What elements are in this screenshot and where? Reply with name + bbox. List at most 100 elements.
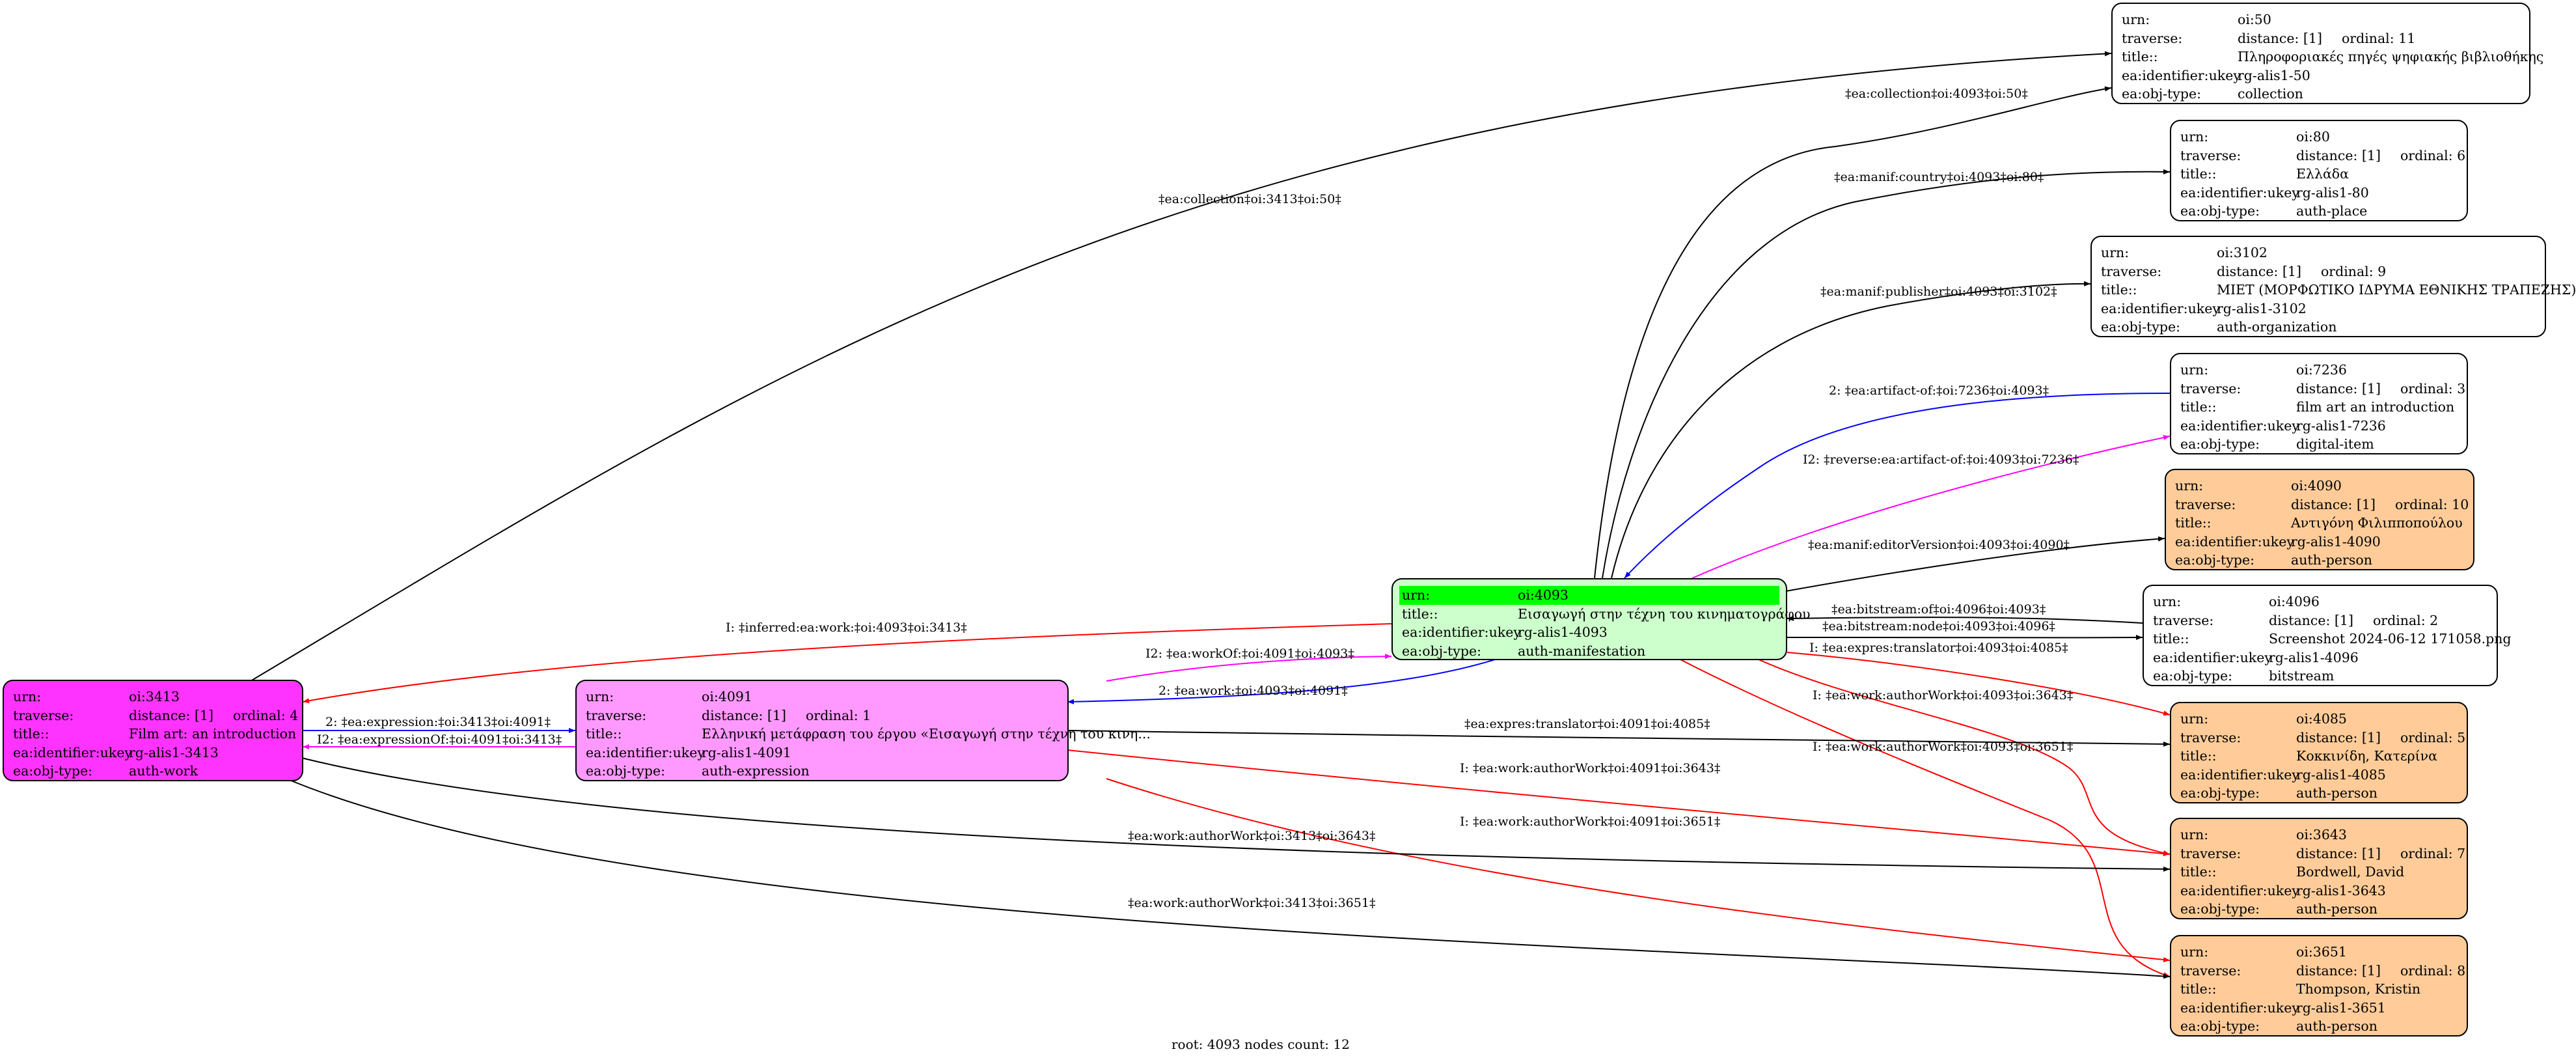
field-value: Bordwell, David: [2296, 864, 2405, 880]
edge-label: I2: ‡reverse:ea:artifact-of:‡oi:4093‡oi:…: [1803, 452, 2079, 467]
field-value: Screenshot 2024-06-12 171058.png: [2269, 631, 2512, 647]
field-key: ea:identifier:ukey: [13, 744, 132, 760]
node-oi-3651[interactable]: urn:oi:3651 traverse:distance: [1]ordina…: [2170, 935, 2468, 1037]
field-value: Εισαγωγή στην τέχνη του κινηματογράφου: [1518, 606, 1811, 622]
field-value: auth-expression: [702, 763, 810, 779]
edge-e_auth3643_3413: [286, 753, 2171, 872]
edge-e_bitof: [1787, 615, 2143, 624]
field-value: bitstream: [2269, 668, 2335, 684]
field-key: ea:obj-type:: [1402, 643, 1481, 659]
field-key: ea:identifier:ukey: [2175, 533, 2294, 550]
field-key: ea:obj-type:: [2180, 785, 2260, 801]
field-key: ea:obj-type:: [2101, 319, 2180, 335]
field-value: auth-person: [2291, 552, 2372, 568]
field-key: title::: [2180, 748, 2217, 764]
field-value: Ελλάδα: [2296, 166, 2349, 182]
field-value: rg-alis1-4090: [2291, 533, 2381, 550]
edge-label: ‡ea:collection‡oi:4093‡oi:50‡: [1845, 87, 2028, 101]
edge-label: 2: ‡ea:work:‡oi:4093‡oi:4091‡: [1158, 684, 1348, 698]
field-value: ordinal: 4: [232, 707, 299, 723]
field-key: traverse:: [2180, 147, 2241, 163]
edge-e_auth3651_4091: [1106, 778, 2171, 962]
edge-label: ‡ea:expres:translator‡oi:4091‡oi:4085‡: [1464, 717, 1710, 731]
field-value: ordinal: 10: [2394, 496, 2469, 512]
field-key: title::: [586, 726, 622, 742]
node-oi-7236[interactable]: urn:oi:7236 traverse:distance: [1]ordina…: [2170, 353, 2468, 454]
field-key: ea:obj-type:: [2175, 552, 2254, 568]
field-value: ordinal: 9: [2320, 263, 2387, 279]
edge-e_col4093: [1594, 86, 2112, 579]
node-oi-3102[interactable]: urn:oi:3102 traverse:distance: [1]ordina…: [2090, 236, 2576, 337]
field-value: rg-alis1-50: [2238, 67, 2310, 83]
edge-e_publisher: [1611, 281, 2091, 579]
field-key: title::: [13, 726, 49, 742]
field-value: auth-person: [2296, 785, 2377, 801]
node-oi-4096[interactable]: urn:oi:4096 traverse:distance: [1]ordina…: [2143, 585, 2512, 686]
field-key: ea:identifier:ukey: [1402, 624, 1521, 640]
edge-label: ‡ea:manif:editorVersion‡oi:4093‡oi:4090‡: [1808, 538, 2070, 552]
field-value: rg-alis1-80: [2296, 184, 2369, 201]
node-oi-4090[interactable]: urn:oi:4090 traverse:distance: [1]ordina…: [2165, 469, 2474, 570]
field-value: rg-alis1-4093: [1518, 624, 1608, 640]
field-value: ordinal: 11: [2341, 30, 2416, 46]
node-oi-50[interactable]: urn:oi:50 traverse:distance: [1]ordinal:…: [2111, 3, 2543, 104]
edge-e_auth3651_3413: [286, 778, 2171, 979]
node-oi-4085[interactable]: urn:oi:4085 traverse:distance: [1]ordina…: [2170, 702, 2468, 803]
field-value: Αντιγόνη Φιλιπποπούλου: [2291, 515, 2463, 531]
field-value: film art an introduction: [2296, 399, 2455, 415]
field-value: auth-person: [2296, 1018, 2377, 1034]
edge-label: I: ‡ea:expres:translator‡oi:4093‡oi:4085…: [1809, 641, 2068, 655]
node-oi-4093-root[interactable]: urn:oi:4093 title::Εισαγωγή στην τέχνη τ…: [1391, 578, 1811, 660]
field-key: traverse:: [2180, 380, 2241, 397]
edge-e_transl4093: [1787, 652, 2171, 716]
field-value: auth-place: [2296, 203, 2368, 219]
field-key: ea:identifier:ukey: [2180, 184, 2299, 201]
field-key: ea:obj-type:: [2180, 436, 2260, 452]
edge-label: I: ‡ea:work:authorWork‡oi:4091‡oi:3643‡: [1460, 761, 1720, 775]
field-key: title::: [2180, 864, 2217, 880]
field-key: title::: [1402, 606, 1438, 622]
field-key: urn:: [2180, 711, 2209, 727]
field-key: title::: [2101, 282, 2137, 298]
field-key: traverse:: [586, 707, 647, 723]
field-key: ea:identifier:ukey: [2180, 882, 2299, 898]
field-key: urn:: [2122, 12, 2150, 27]
field-value: distance: [1]: [2269, 612, 2353, 628]
field-value: ordinal: 5: [2400, 729, 2466, 745]
field-key: traverse:: [2180, 845, 2241, 861]
field-key: title::: [2122, 49, 2158, 64]
field-value: ordinal: 6: [2400, 147, 2466, 163]
field-value: distance: [1]: [2296, 845, 2381, 861]
field-value: ordinal: 3: [2400, 380, 2466, 397]
field-value: ordinal: 2: [2372, 612, 2439, 628]
field-value: oi:50: [2238, 12, 2271, 27]
field-value: distance: [1]: [129, 707, 213, 723]
field-value: rg-alis1-3651: [2296, 999, 2386, 1016]
field-key: traverse:: [13, 707, 74, 723]
edge-label: ‡ea:work:authorWork‡oi:3413‡oi:3643‡: [1128, 829, 1375, 843]
edge-e_work: [1067, 658, 1498, 704]
field-value: rg-alis1-3102: [2217, 300, 2307, 316]
node-oi-80[interactable]: urn:oi:80 traverse:distance: [1]ordinal:…: [2170, 120, 2468, 221]
field-value: digital-item: [2296, 436, 2374, 452]
field-value: auth-organization: [2217, 319, 2337, 335]
field-value: auth-manifestation: [1518, 643, 1646, 659]
field-value: rg-alis1-3413: [129, 744, 219, 760]
edge-label: ‡ea:work:authorWork‡oi:3413‡oi:3651‡: [1128, 896, 1375, 910]
field-key: traverse:: [2180, 729, 2241, 745]
field-key: title::: [2180, 166, 2217, 182]
field-key: title::: [2180, 981, 2217, 997]
field-value: oi:3413: [129, 689, 180, 704]
field-value: ordinal: 7: [2400, 845, 2466, 861]
field-key: urn:: [2101, 245, 2130, 260]
field-value: ordinal: 1: [805, 707, 871, 723]
edge-e_workof: [1106, 654, 1392, 682]
edge-e_revartifact: [1692, 435, 2171, 579]
node-oi-3413[interactable]: urn:oi:3413 traverse:distance: [1]ordina…: [3, 680, 303, 781]
node-oi-4091[interactable]: urn:oi:4091 traverse:distance: [1]ordina…: [575, 680, 1151, 781]
field-value: ΜΙΕΤ (ΜΟΡΦΩΤΙΚΟ ΙΔΡΥΜΑ ΕΘΝΙΚΗΣ ΤΡΑΠΕΖΗΣ): [2217, 282, 2576, 298]
edge-label: I: ‡inferred:ea:work:‡oi:4093‡oi:3413‡: [726, 620, 967, 635]
edge-e_auth3643_4091: [1067, 749, 2171, 857]
node-oi-3643[interactable]: urn:oi:3643 traverse:distance: [1]ordina…: [2170, 818, 2468, 919]
field-key: ea:identifier:ukey: [2101, 300, 2220, 316]
